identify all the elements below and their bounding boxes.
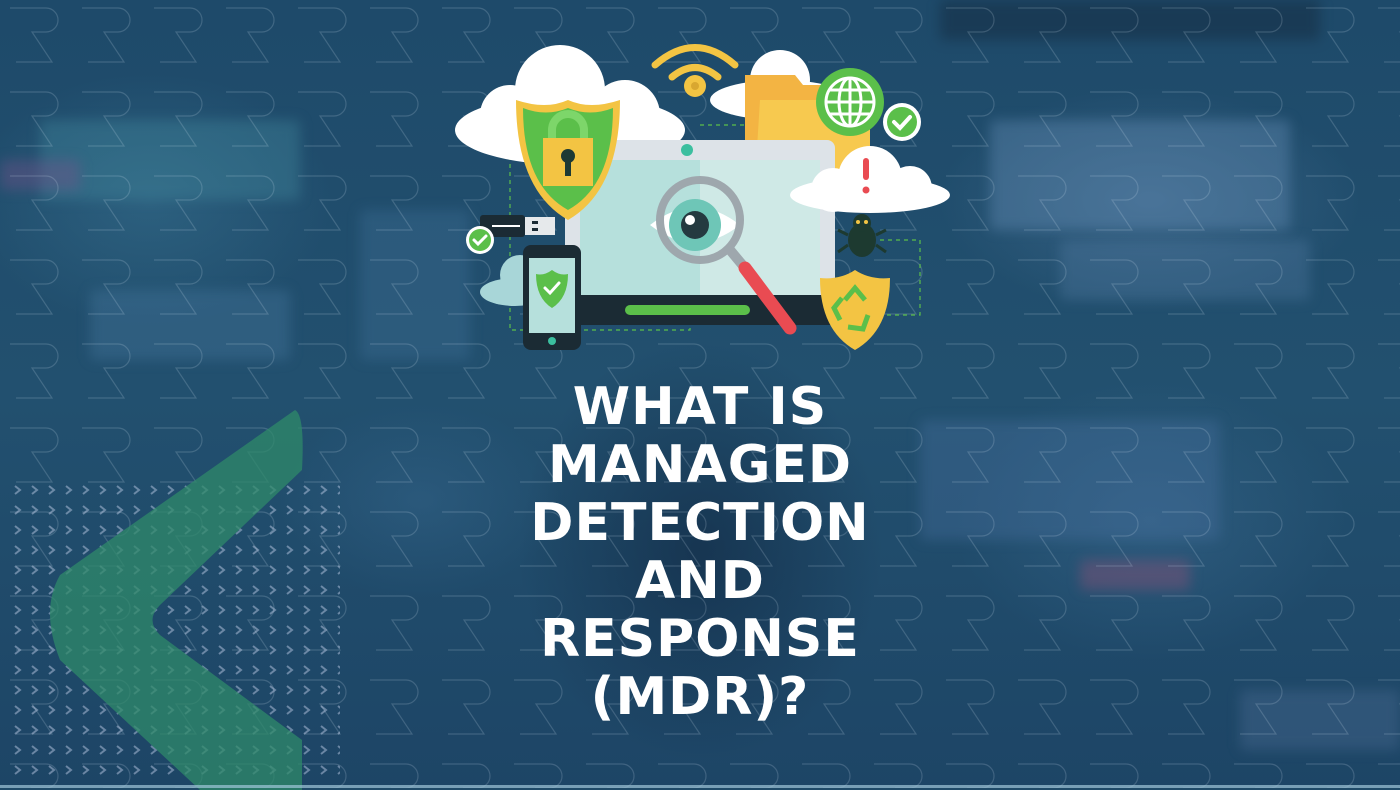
bug-icon bbox=[837, 214, 887, 257]
title-line-1: WHAT IS bbox=[572, 377, 828, 437]
recycle-shield-icon bbox=[820, 270, 890, 350]
title-line-4: AND bbox=[635, 551, 765, 611]
title-line-3: DETECTION bbox=[530, 493, 870, 553]
eye-icon bbox=[650, 199, 740, 251]
check-badge-icon bbox=[466, 226, 494, 254]
check-badge-icon bbox=[883, 103, 921, 141]
title-line-5: RESPONSE bbox=[540, 609, 860, 669]
wifi-icon bbox=[651, 44, 739, 81]
usb-icon bbox=[480, 215, 555, 237]
magnifier-icon bbox=[656, 176, 797, 335]
page-title: WHAT IS MANAGED DETECTION AND RESPONSE (… bbox=[450, 378, 950, 726]
security-illustration bbox=[455, 44, 950, 350]
padlock-shield-icon bbox=[516, 100, 620, 220]
bottom-edge bbox=[0, 785, 1400, 788]
title-line-2: MANAGED bbox=[547, 435, 853, 495]
alert-cloud-icon bbox=[790, 146, 950, 213]
smartphone-shield-icon bbox=[523, 245, 581, 350]
globe-icon bbox=[816, 68, 884, 136]
title-line-6: (MDR)? bbox=[590, 667, 810, 727]
brand-chevron-logo bbox=[50, 410, 303, 790]
